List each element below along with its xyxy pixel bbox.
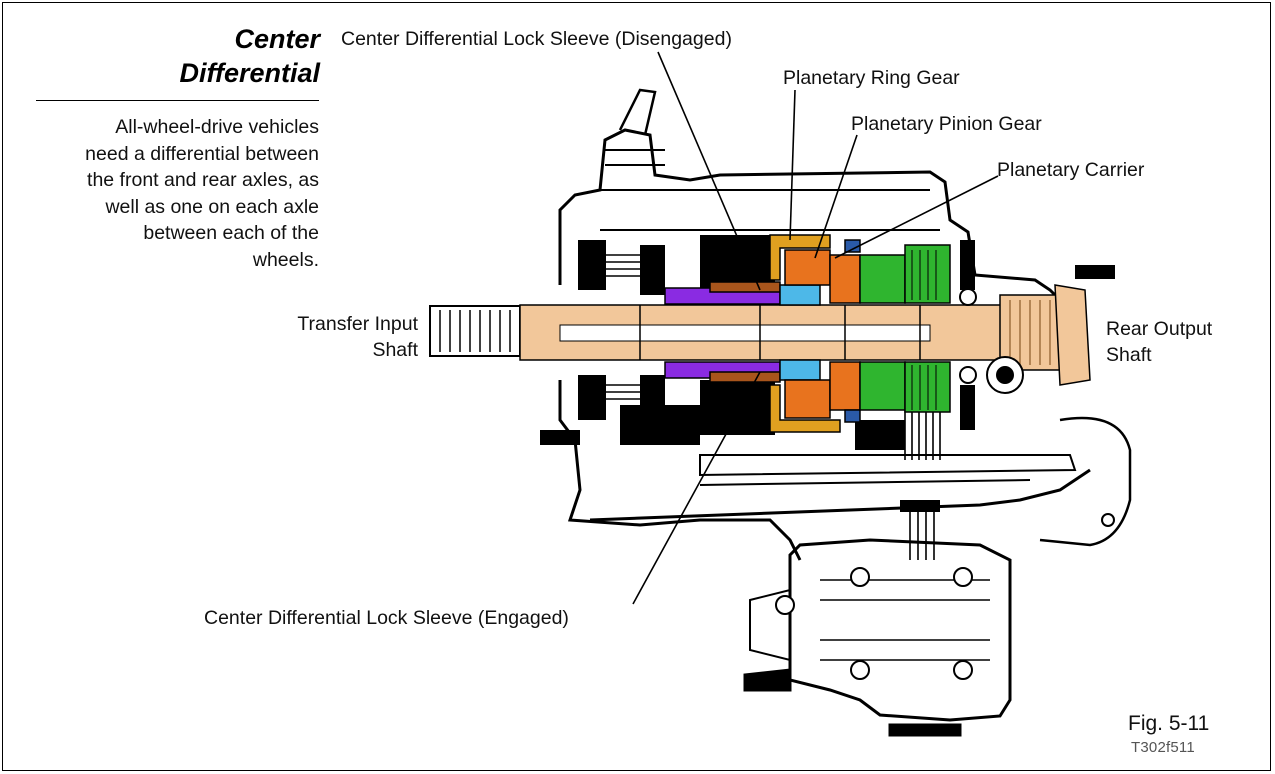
title-divider [36, 100, 319, 101]
callout-output-shaft: Rear Output Shaft [1106, 316, 1212, 368]
input-shaft-line-2: Shaft [372, 339, 418, 361]
output-gear-bottom [859, 361, 906, 411]
transfer-case-housing [558, 88, 1132, 737]
callout-pinion-gear: Planetary Pinion Gear [851, 113, 1042, 135]
section-title: Center Differential [179, 22, 320, 90]
callout-lock-disengaged: Center Differential Lock Sleeve (Disenga… [341, 28, 732, 50]
title-line-2: Differential [179, 58, 320, 88]
figure-number: Fig. 5-11 [1128, 712, 1210, 735]
body-line: the front and rear axles, as [87, 169, 319, 191]
main-shaft [429, 284, 1091, 386]
housing-dark-parts [540, 235, 1115, 512]
carrier-top [829, 254, 861, 304]
title-line-1: Center [234, 24, 320, 54]
callout-leaders [632, 51, 999, 605]
body-line: between each of the [143, 222, 319, 244]
leader-carrier [834, 175, 999, 259]
body-line: well as one on each axle [105, 195, 319, 218]
body-line: wheels. [252, 248, 319, 271]
figure-code: T302f511 [1131, 739, 1195, 756]
sidebar-description: All-wheel-drive vehicles need a differen… [19, 114, 319, 273]
output-shaft-line-1: Rear Output [1106, 318, 1213, 340]
callout-ring-gear: Planetary Ring Gear [783, 67, 960, 89]
carrier-bottom [829, 361, 861, 411]
gear-teeth [600, 254, 941, 560]
output-shaft-line-2: Shaft [1106, 344, 1152, 366]
sun-gear-bottom [779, 359, 821, 381]
pinion-gear-top [784, 249, 831, 286]
ring-gear-top [769, 234, 831, 281]
leader-lock-disengaged [657, 51, 761, 291]
body-line: All-wheel-drive vehicles [115, 116, 319, 138]
sun-gear-top [779, 284, 821, 306]
output-gear-top [859, 254, 906, 304]
body-line: need a differential between [85, 142, 319, 165]
bearings [775, 288, 1115, 680]
ring-gear-bottom [769, 384, 841, 433]
planetary-gearset [664, 234, 951, 433]
callout-lock-engaged: Center Differential Lock Sleeve (Engaged… [204, 607, 569, 629]
pinion-gear-bottom [784, 379, 831, 419]
input-shaft-line-1: Transfer Input [297, 313, 418, 335]
leader-ring-gear [789, 89, 796, 241]
callout-input-shaft: Transfer Input Shaft [297, 311, 418, 363]
leader-pinion-gear [814, 134, 858, 259]
callout-carrier: Planetary Carrier [997, 159, 1145, 181]
leader-lock-engaged [632, 371, 761, 605]
